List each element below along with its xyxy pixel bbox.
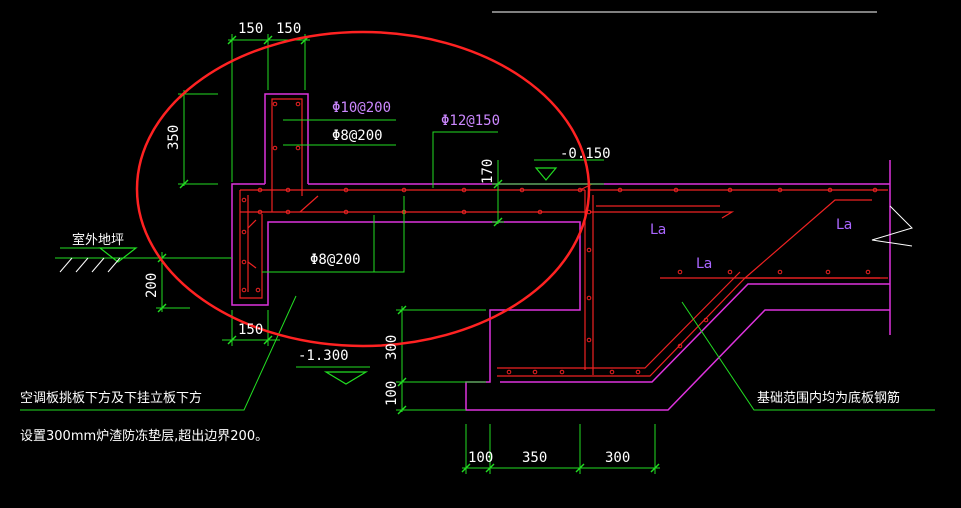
dim-top-left: 150 (238, 21, 263, 37)
dim-slab-thickness: 170 (480, 159, 496, 184)
note-cushion-line2: 设置300mm炉渣防冻垫层,超出边界200。 (20, 428, 268, 444)
anchor-la-3: La (696, 256, 712, 272)
dim-bottom-a: 100 (468, 450, 493, 466)
rebar-dots (241, 101, 878, 375)
dimension-ticks (157, 35, 660, 473)
anchor-la-1: La (650, 222, 666, 238)
rebar-lines (239, 98, 888, 377)
note-cushion-line1: 空调板挑板下方及下挂立板下方 (20, 390, 202, 406)
level-bottom: -1.300 (298, 348, 349, 364)
break-symbol (871, 205, 913, 247)
dim-bottom-left: 150 (238, 322, 263, 338)
dim-pit-depth: 300 (384, 335, 400, 360)
note-ground: 室外地坪 (72, 232, 124, 248)
highlight-circle (135, 30, 591, 348)
label-lower-bar: Φ8@200 (310, 252, 361, 268)
ground-hatch (59, 257, 121, 273)
dim-bottom-c: 300 (605, 450, 630, 466)
label-upper-stirrup: Φ10@200 (332, 100, 391, 116)
dim-bottom-b: 350 (522, 450, 547, 466)
label-slab-bar: Φ12@150 (441, 113, 500, 129)
dim-cushion: 100 (384, 381, 400, 406)
dim-wall-height: 350 (166, 125, 182, 150)
label-middle-bar: Φ8@200 (332, 128, 383, 144)
level-top: -0.150 (560, 146, 611, 162)
note-foundation: 基础范围内均为底板钢筋 (757, 390, 900, 406)
dim-top-right: 150 (276, 21, 301, 37)
level-symbols (98, 167, 558, 385)
anchor-la-2: La (836, 217, 852, 233)
dim-ground-offset: 200 (144, 273, 160, 298)
